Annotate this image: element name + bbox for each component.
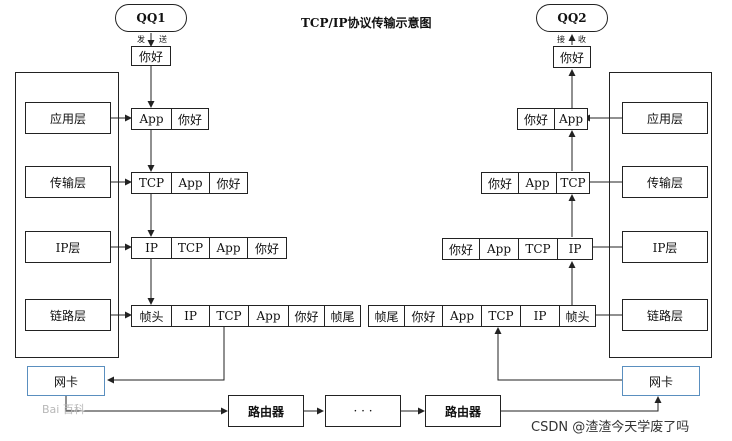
send-label-left: 发	[137, 35, 145, 44]
sender-layer-application: 应用层	[25, 102, 111, 134]
packet-cell: App	[443, 305, 482, 327]
packet-cell: TCP	[172, 237, 210, 259]
packet-cell: App	[249, 305, 289, 327]
receiver-layer-application: 应用层	[622, 102, 708, 134]
packet-cell: 你好	[442, 238, 480, 260]
qq2-client: QQ2	[536, 4, 608, 32]
receiver-app-packet: 你好 App	[517, 108, 588, 130]
router-2: 路由器	[425, 395, 501, 427]
packet-cell: IP	[131, 237, 172, 259]
packet-cell: 帧头	[131, 305, 172, 327]
sender-layer-link: 链路层	[25, 299, 111, 331]
receiver-layer-transport: 传输层	[622, 166, 708, 198]
send-label-right: 送	[159, 35, 167, 44]
diagram-title: TCP/IP协议传输示意图	[301, 16, 432, 30]
packet-cell: 你好	[172, 108, 209, 130]
packet-cell: App	[131, 108, 172, 130]
packet-cell: TCP	[210, 305, 249, 327]
sender-ip-packet: IP TCP App 你好	[131, 237, 287, 259]
packet-cell: TCP	[519, 238, 558, 260]
baike-watermark: Bai 百科	[42, 403, 85, 416]
intermediate-routers-ellipsis: · · ·	[325, 395, 401, 427]
receiver-nic: 网卡	[622, 366, 700, 396]
sender-tcp-packet: TCP App 你好	[131, 172, 248, 194]
packet-cell: App	[172, 172, 210, 194]
receiver-ip-packet: 你好 App TCP IP	[442, 238, 593, 260]
receiver-layer-link: 链路层	[622, 299, 708, 331]
packet-cell: 帧尾	[368, 305, 405, 327]
sender-layer-ip: IP层	[25, 231, 111, 263]
packet-cell: 你好	[289, 305, 325, 327]
packet-cell: 帧头	[560, 305, 596, 327]
packet-cell: 帧尾	[325, 305, 361, 327]
receiver-layer-ip: IP层	[622, 231, 708, 263]
sender-app-packet: App 你好	[131, 108, 209, 130]
sender-layer-transport: 传输层	[25, 166, 111, 198]
sender-stack	[15, 72, 119, 358]
packet-cell: App	[555, 108, 588, 130]
receive-label-right: 收	[578, 35, 586, 44]
sender-link-frame: 帧头 IP TCP App 你好 帧尾	[131, 305, 361, 327]
receiver-tcp-packet: 你好 App TCP	[481, 172, 590, 194]
receive-label-left: 接	[557, 35, 565, 44]
receiver-message: 你好	[553, 46, 591, 68]
receiver-stack	[609, 72, 712, 358]
packet-cell: IP	[521, 305, 560, 327]
packet-cell: App	[210, 237, 248, 259]
packet-cell: 你好	[517, 108, 555, 130]
packet-cell: 你好	[248, 237, 287, 259]
qq1-client: QQ1	[115, 4, 187, 32]
sender-message: 你好	[131, 46, 171, 66]
packet-cell: TCP	[482, 305, 521, 327]
packet-cell: App	[519, 172, 557, 194]
packet-cell: TCP	[557, 172, 590, 194]
csdn-watermark: CSDN @渣渣今天学废了吗	[531, 420, 690, 435]
packet-cell: App	[480, 238, 519, 260]
receiver-link-frame: 帧尾 你好 App TCP IP 帧头	[368, 305, 596, 327]
packet-cell: 你好	[481, 172, 519, 194]
router-1: 路由器	[228, 395, 304, 427]
packet-cell: 你好	[210, 172, 248, 194]
packet-cell: IP	[558, 238, 593, 260]
packet-cell: IP	[172, 305, 210, 327]
packet-cell: TCP	[131, 172, 172, 194]
packet-cell: 你好	[405, 305, 443, 327]
sender-nic: 网卡	[27, 366, 105, 396]
